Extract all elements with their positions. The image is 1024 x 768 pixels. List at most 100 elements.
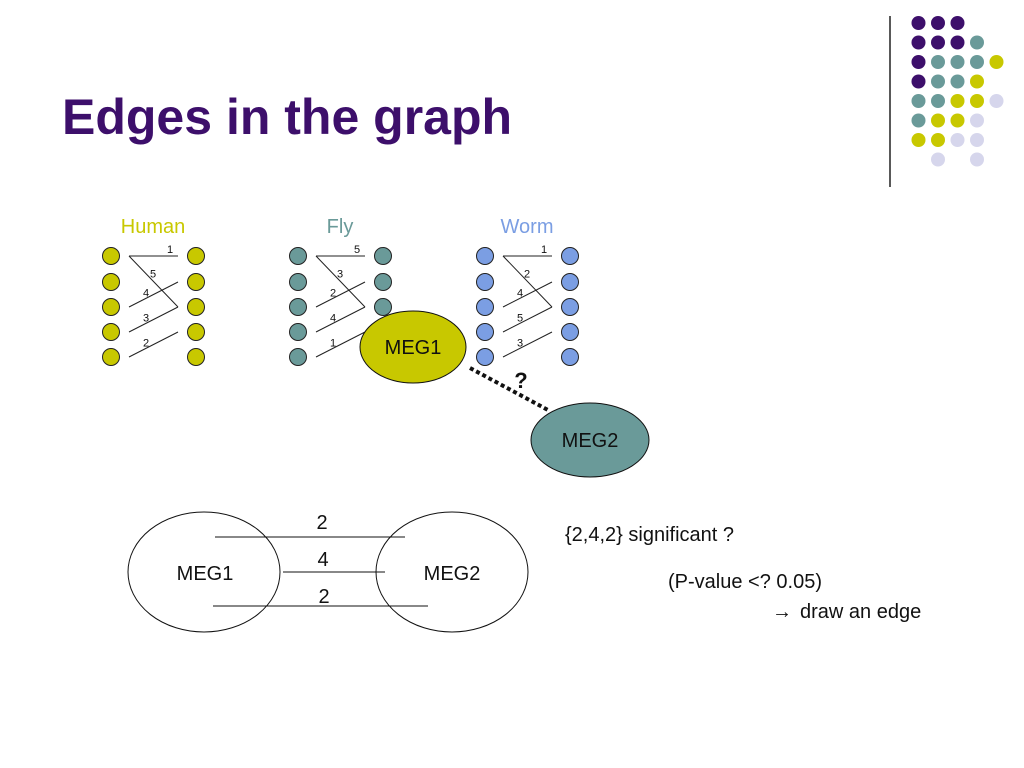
decor-dot: [950, 74, 965, 89]
meg1-outline: [127, 511, 281, 633]
gene-node: [561, 273, 579, 291]
edge-label: 4: [330, 313, 336, 325]
gene-node: [289, 298, 307, 316]
arrow-icon: →: [772, 601, 792, 623]
decor-dot: [950, 113, 965, 128]
gene-node: [374, 273, 392, 291]
decor-dot: [989, 94, 1004, 108]
gene-edge: [128, 255, 179, 308]
gene-node: [476, 348, 494, 366]
decor-dot: [911, 94, 926, 108]
significance-question: {2,4,2} significant ?: [565, 524, 734, 546]
decor-dot: [931, 16, 945, 30]
edge-weight-bottom: 2: [318, 586, 329, 608]
gene-node: [102, 298, 120, 316]
edge-label: 4: [143, 288, 149, 300]
gene-edge: [315, 331, 366, 358]
gene-node: [476, 273, 494, 291]
gene-node: [561, 323, 579, 341]
gene-node: [187, 247, 205, 265]
gene-node: [187, 298, 205, 316]
gene-node: [102, 273, 120, 291]
gene-node: [102, 323, 120, 341]
decor-dot: [931, 152, 945, 167]
draw-edge-action: draw an edge: [800, 601, 921, 623]
edge-label: 1: [167, 244, 173, 256]
gene-node: [561, 348, 579, 366]
gene-node: [289, 247, 307, 265]
gene-edge: [128, 281, 179, 308]
edge-label: 3: [517, 338, 523, 350]
decor-dot: [911, 113, 926, 128]
meg2-node: [530, 402, 650, 478]
gene-node: [374, 298, 392, 316]
edge-weight-middle: 4: [317, 549, 328, 571]
decor-dot: [950, 55, 965, 69]
decorative-dot-grid: [911, 16, 1004, 167]
decor-dot: [950, 133, 965, 147]
gene-node: [187, 323, 205, 341]
gene-edge: [502, 281, 553, 308]
decor-dot: [970, 133, 984, 147]
decor-dot: [911, 74, 926, 89]
edge-label: 5: [150, 268, 156, 280]
edge-label: 3: [143, 313, 149, 325]
meg1-node: [359, 310, 467, 384]
decor-dot: [950, 35, 965, 50]
decor-dot: [911, 16, 926, 30]
decor-dot: [950, 16, 965, 30]
decor-dot: [970, 152, 984, 167]
decor-dot: [931, 35, 945, 50]
edge-label: 5: [354, 244, 360, 256]
decor-dot: [931, 74, 945, 89]
decor-dot: [970, 35, 984, 50]
decor-dot: [970, 94, 984, 108]
edge-label: 2: [524, 268, 530, 280]
edge-label: 5: [517, 313, 523, 325]
species-label: Worm: [501, 216, 554, 238]
gene-node: [374, 247, 392, 265]
gene-node: [289, 348, 307, 366]
question-mark: ?: [514, 368, 527, 393]
gene-edge: [315, 306, 366, 333]
decor-dot: [989, 55, 1004, 69]
gene-node: [289, 273, 307, 291]
gene-edge: [315, 255, 366, 308]
decor-dot: [931, 133, 945, 147]
gene-node: [187, 273, 205, 291]
edge-weight-top: 2: [316, 512, 327, 534]
gene-edge: [502, 331, 553, 358]
gene-edge: [128, 331, 179, 358]
pvalue-threshold: (P-value <? 0.05): [668, 571, 822, 593]
gene-node: [476, 323, 494, 341]
decor-dot: [931, 113, 945, 128]
decor-dot: [911, 133, 926, 147]
gene-node: [561, 247, 579, 265]
gene-node: [102, 348, 120, 366]
edge-label: 1: [330, 338, 336, 350]
edge-label: 3: [337, 268, 343, 280]
meg2-node-label: MEG2: [562, 430, 619, 452]
decor-dot: [931, 55, 945, 69]
edge-label: 2: [330, 288, 336, 300]
comparison-meg1-label: MEG1: [177, 563, 234, 585]
gene-node: [187, 348, 205, 366]
decor-dot: [911, 35, 926, 50]
gene-node: [102, 247, 120, 265]
species-label: Fly: [327, 216, 354, 238]
candidate-edge-dotted: [469, 366, 549, 412]
gene-node: [476, 247, 494, 265]
decor-dot: [950, 94, 965, 108]
edge-label: 4: [517, 288, 523, 300]
meg1-node-label: MEG1: [385, 337, 442, 359]
decor-dot: [911, 55, 926, 69]
gene-node: [289, 323, 307, 341]
species-label: Human: [121, 216, 185, 238]
decor-dot: [970, 74, 984, 89]
decor-dot: [970, 55, 984, 69]
